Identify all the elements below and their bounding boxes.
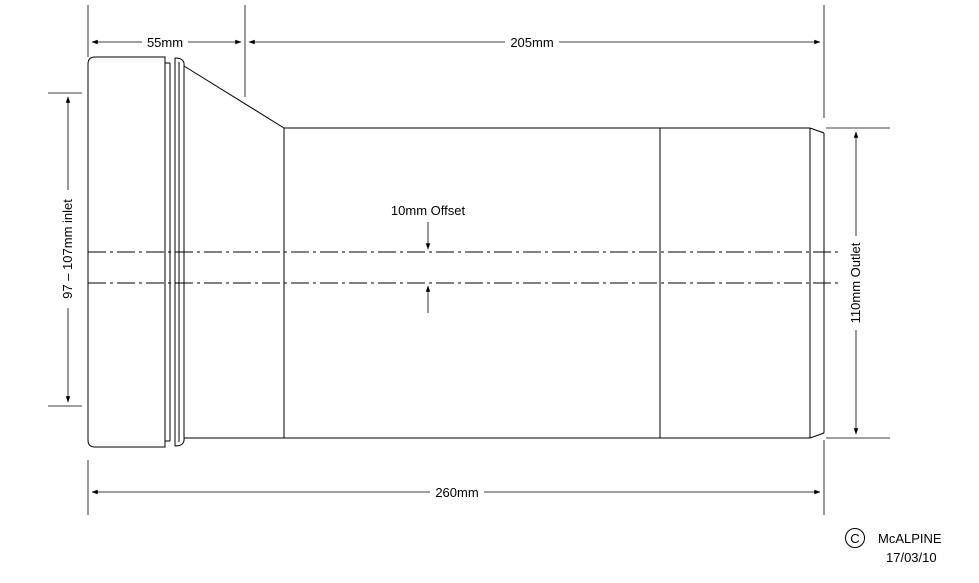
dim-body-length: 205mm [510,35,553,50]
dim-offset-label: 10mm Offset [391,203,466,218]
dimension-offset: 10mm Offset [391,203,466,313]
dim-inlet-diameter: 97 – 107mm inlet [60,199,75,299]
maker-name: McALPINE [878,531,942,546]
centre-lines [88,251,840,284]
dimension-205mm: 205mm [248,34,821,50]
credit-block: C McALPINE 17/03/10 [845,528,942,565]
dim-total-length: 260mm [435,485,478,500]
dimension-260mm: 260mm [91,484,821,500]
dimension-outlet: 110mm Outlet [848,131,864,435]
copyright-symbol: C [850,531,859,546]
drawing-date: 17/03/10 [886,550,937,565]
dimension-inlet: 97 – 107mm inlet [60,96,76,403]
dim-outlet-diameter: 110mm Outlet [848,242,863,323]
extension-lines [48,5,890,515]
dimension-55mm: 55mm [91,34,242,50]
copyright-icon [845,528,865,548]
dim-inlet-length: 55mm [147,35,183,50]
